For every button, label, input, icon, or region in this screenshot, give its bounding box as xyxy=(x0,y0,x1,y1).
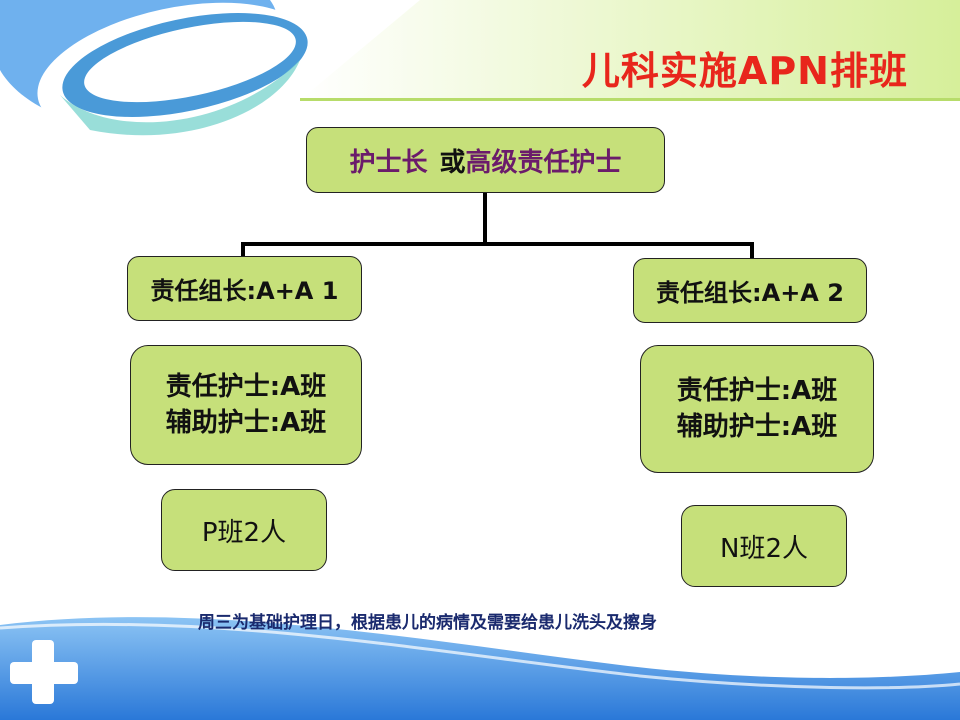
nurse-line-primary: 责任护士:A班 xyxy=(676,376,838,406)
team-leader-node-1: 责任组长:A+A 1 xyxy=(127,256,362,321)
root-label-part3: 高级责任护士 xyxy=(465,147,622,178)
root-label-part1: 护士长 xyxy=(349,147,428,178)
nurse-group-node-2: 责任护士:A班 辅助护士:A班 xyxy=(640,345,874,473)
root-label-part2: 或 xyxy=(439,147,466,178)
root-node-head-nurse: 护士长 或 高级责任护士 xyxy=(306,127,665,193)
nurse-line-assistant: 辅助护士:A班 xyxy=(165,408,327,438)
plus-icon xyxy=(10,640,78,704)
nurse-line-primary: 责任护士:A班 xyxy=(165,372,327,402)
team-leader-node-2: 责任组长:A+A 2 xyxy=(633,258,867,323)
nurse-line-assistant: 辅助护士:A班 xyxy=(676,412,838,442)
logo-swirl-icon xyxy=(0,0,313,138)
nurse-group-node-1: 责任护士:A班 辅助护士:A班 xyxy=(130,345,362,465)
shift-node-p: P班2人 xyxy=(161,489,327,571)
org-connectors xyxy=(241,193,754,258)
footnote: 周三为基础护理日，根据患儿的病情及需要给患儿洗头及擦身 xyxy=(198,613,657,633)
page-title: 儿科实施APN排班 xyxy=(581,49,908,93)
shift-node-n: N班2人 xyxy=(681,505,847,587)
